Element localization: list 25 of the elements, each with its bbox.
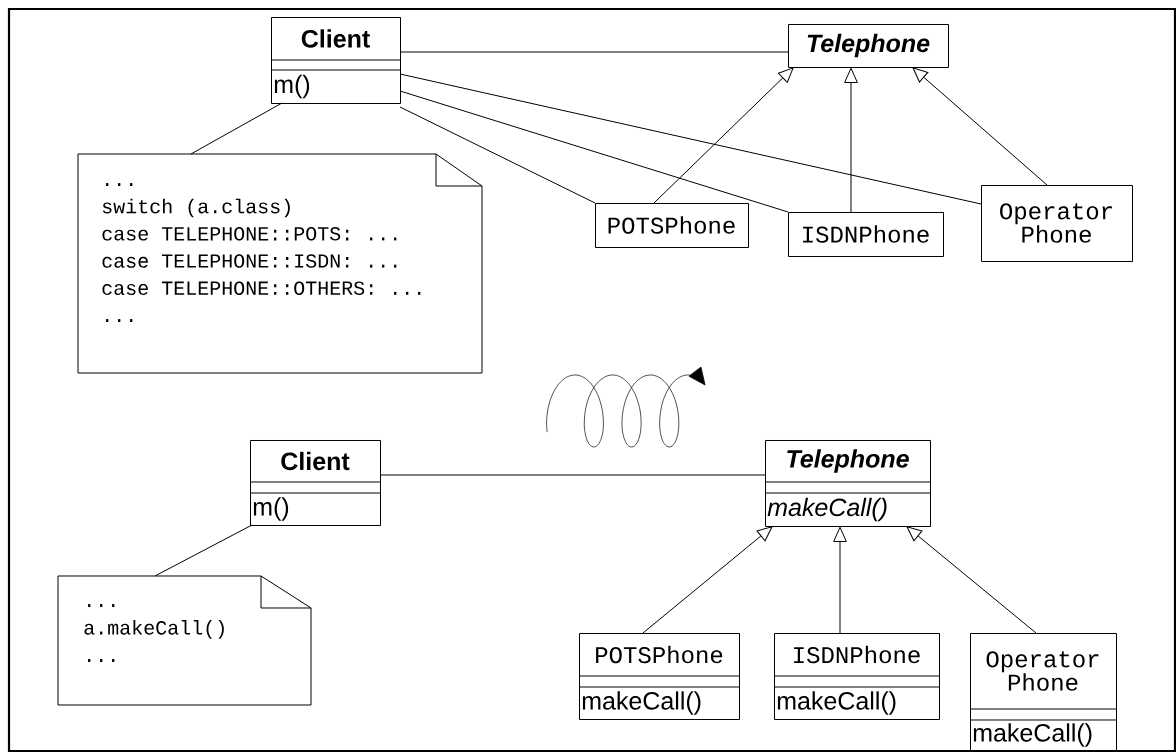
class-box: Client m() [270, 17, 401, 104]
generalization-arrow [642, 526, 773, 634]
generalization-arrow [653, 67, 794, 204]
class-box: POTSPhone makeCall() [578, 633, 740, 720]
note: ... a.makeCall() ... [57, 575, 312, 706]
class-box: Telephone makeCall() [764, 440, 931, 527]
generalization-arrow [844, 67, 858, 213]
class-box: Telephone [788, 24, 949, 68]
generalization-arrow [912, 67, 1048, 186]
class-box: Operator Phone [981, 185, 1133, 262]
class-box: ISDNPhone makeCall() [773, 633, 940, 720]
association-line [399, 90, 789, 213]
generalization-arrow [906, 526, 1037, 634]
association-line [379, 474, 766, 476]
association-line [399, 73, 982, 205]
note: ... switch (a.class) case TELEPHONE::POTS: ... case TELEPHONE::ISDN: ... case TELEPHONE::OTHERS: ... ... [77, 153, 483, 374]
class-box: Client m() [249, 440, 381, 526]
note-link [190, 102, 283, 155]
note-link [154, 524, 253, 577]
association-line [399, 106, 596, 204]
class-box: POTSPhone [595, 203, 749, 248]
generalization-arrow [833, 526, 847, 634]
association-line [399, 51, 789, 53]
class-box: Operator Phone makeCall() [969, 633, 1117, 751]
class-box: ISDNPhone [788, 212, 944, 257]
